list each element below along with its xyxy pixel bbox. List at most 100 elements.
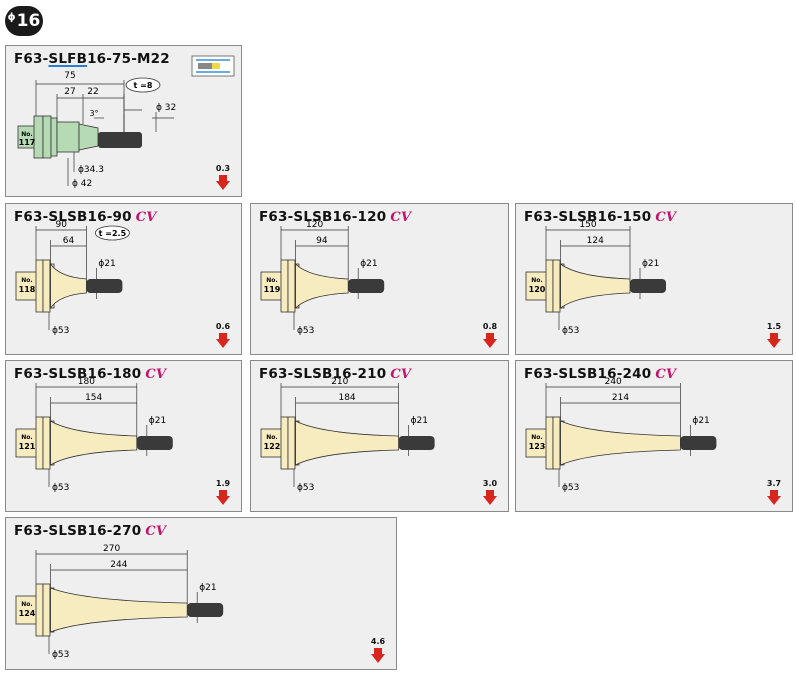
holder-123 (525, 416, 717, 470)
holder-121 (15, 416, 173, 470)
weight-arrow-icon (483, 490, 497, 505)
dim-overall: 180 (78, 377, 95, 387)
dim-body: 64 (63, 236, 75, 246)
cv-mark: CV (135, 210, 157, 225)
weight-indicator: 3.7 (762, 479, 786, 505)
weight-indicator: 0.6 (211, 322, 235, 348)
t-label: t =2.5 (99, 229, 127, 238)
dim-overall: 270 (103, 544, 120, 554)
dim-overall: 240 (605, 377, 622, 387)
dim-overall: 150 (579, 220, 596, 230)
holder-119 (260, 259, 385, 313)
item-number: 118 (19, 285, 36, 294)
section-number: 16 (16, 11, 41, 31)
weight-indicator: 4.6 (366, 637, 390, 663)
drawing-117: t =8 75 27 22 3° ϕ 32 ϕ34.3 ϕ 42 No. 117 (17, 55, 235, 189)
cv-mark: CV (145, 367, 167, 382)
weight-arrow-icon (767, 490, 781, 505)
dia-tip: ϕ21 (98, 259, 115, 269)
cv-mark: CV (145, 524, 167, 539)
weight-indicator: 1.9 (211, 479, 235, 505)
weight-arrow-icon (767, 333, 781, 348)
holder-120 (525, 259, 666, 313)
item-number: 121 (19, 442, 36, 451)
no-label: No. (531, 434, 542, 441)
drawing-124: 270 244 ϕ21 ϕ53 No.124 (15, 544, 224, 660)
holder-124 (15, 583, 224, 637)
dia-tip: ϕ21 (360, 259, 377, 269)
dia-base: ϕ53 (52, 650, 69, 660)
section-badge: ϕ 16 (5, 6, 43, 36)
weight-indicator: 1.5 (762, 322, 786, 348)
weight-arrow-icon (371, 648, 385, 663)
holder-118 (15, 259, 123, 313)
dia-tip: ϕ21 (149, 416, 166, 426)
dia-base: ϕ53 (297, 326, 314, 336)
dia-base: ϕ53 (52, 483, 69, 493)
item-number: 122 (264, 442, 281, 451)
card-title: F63-SLFB16-75-M22 (14, 51, 170, 67)
dia-tip: ϕ21 (199, 583, 216, 593)
tool-type-icon (191, 55, 235, 77)
dia-tip: ϕ 32 (156, 103, 176, 113)
no-label: No. (21, 131, 32, 138)
dim-body: 154 (85, 393, 102, 403)
item-number: 119 (264, 285, 281, 294)
cv-mark: CV (390, 367, 412, 382)
no-label: No. (266, 277, 277, 284)
drawing-123: 240 214 ϕ21 ϕ53 No.123 (525, 377, 717, 493)
dim-overall: 210 (331, 377, 348, 387)
weight-arrow-icon (216, 175, 230, 190)
weight-arrow-icon (483, 333, 497, 348)
cv-mark: CV (655, 210, 677, 225)
dia-tip: ϕ21 (411, 416, 428, 426)
dim-body: 94 (316, 236, 328, 246)
dim-angle: 3° (89, 109, 98, 118)
weight-arrow-icon (216, 490, 230, 505)
weight-indicator: 0.3 (211, 164, 235, 190)
dia-tip: ϕ21 (692, 416, 709, 426)
no-label: No. (21, 434, 32, 441)
no-label: No. (21, 601, 32, 608)
holder-122 (260, 416, 435, 470)
item-number: 124 (19, 609, 36, 618)
dia-mid: ϕ34.3 (78, 165, 104, 175)
item-number: 123 (529, 442, 546, 451)
dim-overall: 75 (64, 71, 75, 81)
dia-tip: ϕ21 (642, 259, 659, 269)
dim-27: 27 (64, 87, 75, 97)
card-117: F63-SLFB16-75-M22 (5, 45, 242, 197)
item-number: 117 (19, 138, 36, 147)
no-label: No. (266, 434, 277, 441)
dim-22: 22 (87, 87, 98, 97)
no-label: No. (531, 277, 542, 284)
dim-overall: 90 (55, 220, 67, 230)
t-label: t =8 (134, 81, 153, 90)
cv-mark: CV (655, 367, 677, 382)
dia-base: ϕ53 (562, 326, 579, 336)
dia-base: ϕ53 (562, 483, 579, 493)
dim-body: 214 (612, 393, 629, 403)
dim-body: 244 (110, 560, 127, 570)
weight-indicator: 3.0 (478, 479, 502, 505)
cv-mark: CV (390, 210, 412, 225)
drawing-121: 180 154 ϕ21 ϕ53 No.121 (15, 377, 173, 493)
